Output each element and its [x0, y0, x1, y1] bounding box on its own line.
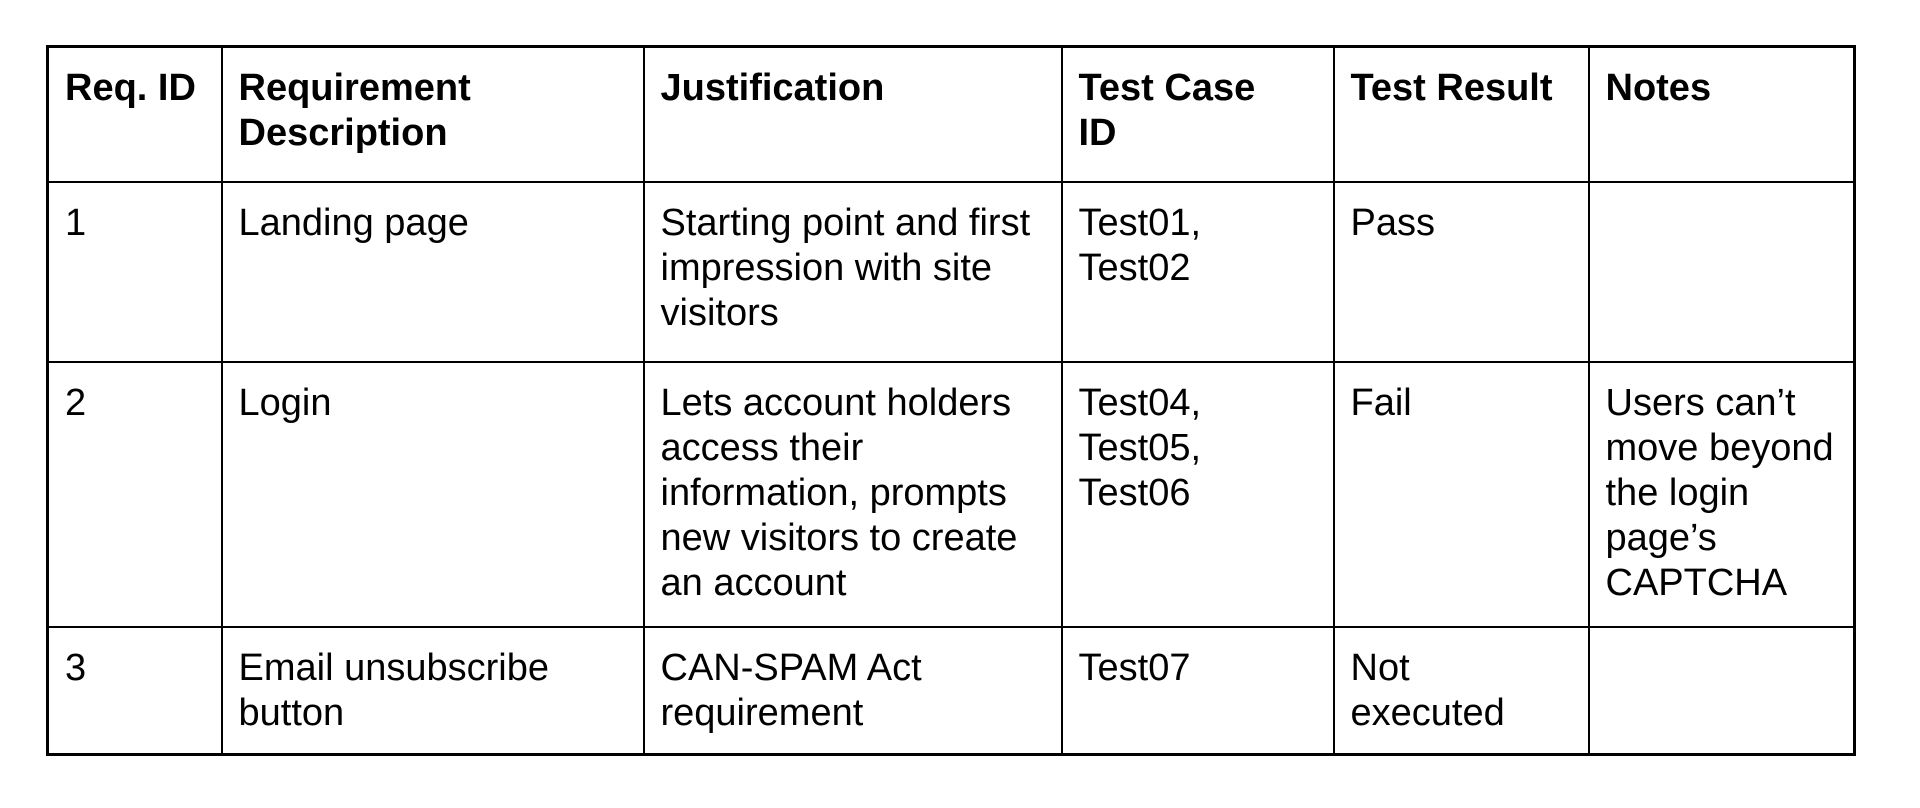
requirements-traceability-table: Req. ID Requirement Description Justific… — [46, 45, 1856, 756]
column-header-test-case-id: Test Case ID — [1060, 45, 1335, 183]
cell-justification: Starting point and first impression with… — [642, 180, 1063, 363]
column-header-justification: Justification — [642, 45, 1063, 183]
cell-justification: Lets account holders access their inform… — [642, 360, 1063, 628]
column-header-test-result: Test Result — [1332, 45, 1590, 183]
column-header-requirement-description: Requirement Description — [220, 45, 645, 183]
cell-notes: Users can’t move beyond the login page’s… — [1587, 360, 1856, 628]
column-header-notes: Notes — [1587, 45, 1856, 183]
table-row: 2 Login Lets account holders access thei… — [46, 360, 1856, 628]
column-header-req-id: Req. ID — [46, 45, 223, 183]
cell-requirement-description: Login — [220, 360, 645, 628]
cell-test-result: Pass — [1332, 180, 1590, 363]
cell-req-id: 1 — [46, 180, 223, 363]
cell-test-result: Not executed — [1332, 625, 1590, 756]
cell-test-result: Fail — [1332, 360, 1590, 628]
cell-requirement-description: Email unsubscribe button — [220, 625, 645, 756]
cell-requirement-description: Landing page — [220, 180, 645, 363]
header-row: Req. ID Requirement Description Justific… — [46, 45, 1856, 183]
cell-justification: CAN-SPAM Act requirement — [642, 625, 1063, 756]
cell-req-id: 3 — [46, 625, 223, 756]
cell-test-case-id: Test01, Test02 — [1060, 180, 1335, 363]
cell-test-case-id: Test07 — [1060, 625, 1335, 756]
cell-notes — [1587, 180, 1856, 363]
cell-test-case-id: Test04, Test05, Test06 — [1060, 360, 1335, 628]
cell-notes — [1587, 625, 1856, 756]
cell-req-id: 2 — [46, 360, 223, 628]
table-row: 3 Email unsubscribe button CAN-SPAM Act … — [46, 625, 1856, 756]
table-row: 1 Landing page Starting point and first … — [46, 180, 1856, 363]
